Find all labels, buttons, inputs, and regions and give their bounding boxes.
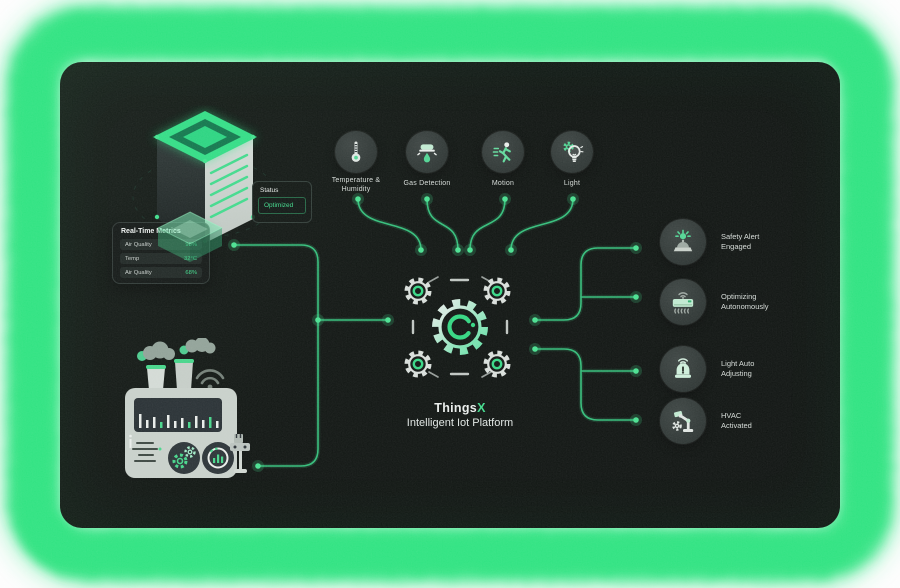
output-node-light-auto [660, 346, 706, 392]
smart-factory-icon [125, 338, 250, 478]
output-label-line: Adjusting [721, 369, 752, 378]
status-value: Optimized [258, 197, 306, 214]
output-label-line: HVAC [721, 411, 742, 420]
gear-icon [486, 353, 508, 375]
sensor-node-light [551, 131, 593, 173]
sensor-node-temperature [335, 131, 377, 173]
smoke-icon [137, 338, 216, 361]
metric-value: 68% [185, 269, 197, 276]
robot-arm-icon [672, 410, 694, 433]
metric-row: Air Quality 68% [120, 267, 202, 278]
alarm-bell-icon [674, 358, 692, 378]
metric-label: Temp [125, 255, 140, 262]
wifi-icon [195, 369, 225, 385]
gear-icon [486, 280, 508, 302]
output-label-safety-alert: Safety Alert Engaged [721, 232, 759, 252]
gears-icon [395, 276, 525, 378]
motion-icon [492, 142, 511, 163]
platform-subtitle: Intelligent Iot Platform [406, 417, 514, 429]
output-label-line: Engaged [721, 242, 752, 251]
light-bulb-icon [563, 141, 584, 163]
sensor-node-motion [482, 131, 524, 173]
glass-cube-icon [156, 211, 224, 262]
platform-title: ThingsX Intelligent Iot Platform [375, 401, 545, 429]
sensor-label-light: Light [530, 179, 614, 188]
output-label-line: Light Auto [721, 359, 755, 368]
gas-detector-icon [417, 144, 437, 163]
thermometer-icon [351, 141, 361, 162]
output-label-line: Safety Alert [721, 232, 760, 241]
air-conditioner-icon [672, 292, 694, 314]
brand-text: Things [434, 401, 478, 415]
output-node-hvac [660, 398, 706, 444]
output-label-hvac: HVAC Activated [721, 411, 752, 431]
sensor-label-line: Light [563, 180, 581, 187]
main-gear-icon [432, 299, 488, 355]
sensor-label-gas: Gas Detection [385, 179, 469, 188]
sensor-label-line: Gas Detection [403, 180, 451, 187]
siren-light-icon [673, 229, 693, 252]
output-label-light-auto: Light Auto Adjusting [721, 359, 754, 379]
brand-name: ThingsX [375, 401, 545, 415]
output-label-line: Activated [721, 421, 752, 430]
metric-label: Air Quality [125, 241, 152, 248]
gear-icon [407, 353, 429, 375]
output-label-optimizing: Optimizing Autonomously [721, 292, 769, 312]
output-node-optimizing [660, 279, 706, 325]
brand-accent: X [477, 401, 486, 415]
gear-gauge-icon [168, 442, 200, 474]
status-label: Status [260, 187, 279, 194]
output-node-safety-alert [660, 219, 706, 265]
chart-gauge-icon [202, 442, 234, 474]
gear-icon [407, 280, 429, 302]
output-label-line: Autonomously [721, 302, 769, 311]
output-label-line: Optimizing [721, 292, 757, 301]
sensor-node-gas [406, 131, 448, 173]
metric-label: Air Quality [125, 269, 152, 276]
status-box: Status Optimized [252, 181, 312, 223]
